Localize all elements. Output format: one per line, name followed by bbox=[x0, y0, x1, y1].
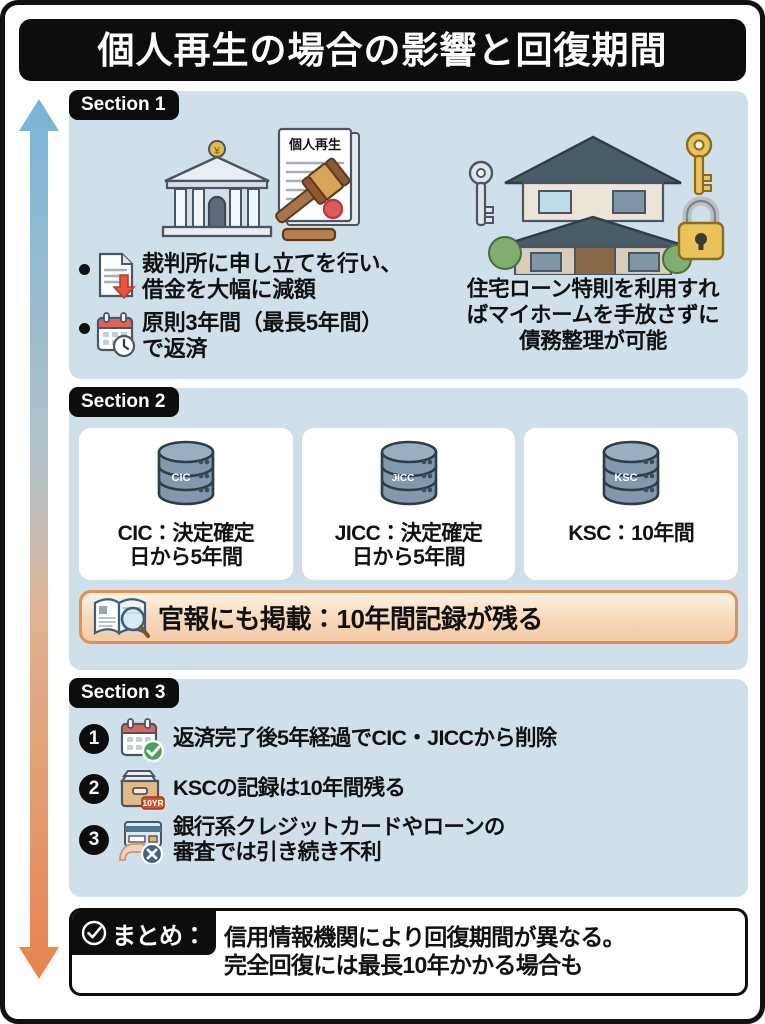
infographic-body: Section 1 ¥ bbox=[17, 90, 748, 1003]
section-1-artwork: ¥ bbox=[79, 125, 448, 245]
courthouse-icon: ¥ bbox=[161, 140, 272, 238]
credit-agency-card-jicc-label: JICC：決定確定 日から5年間 bbox=[334, 522, 483, 569]
open-book-magnifier-icon bbox=[93, 598, 150, 638]
calendar-check-icon bbox=[120, 718, 165, 763]
section-3-items: 1 bbox=[79, 687, 738, 866]
credit-agency-card-ksc-label: KSC：10年間 bbox=[568, 522, 695, 545]
kanpo-highlight-text: 官報にも掲載：10年間記録が残る bbox=[158, 603, 543, 634]
house-keys-lock-artwork bbox=[468, 131, 725, 275]
credit-agency-card-cic[interactable]: CIC CIC：決定確定 日から5年間 bbox=[79, 428, 293, 580]
section-3-item-3-text: 銀行系クレジットカードやローンの 審査では引き続き不利 bbox=[173, 815, 505, 865]
page-title: 個人再生の場合の影響と回復期間 bbox=[97, 29, 668, 71]
item-number-badge: 2 bbox=[79, 774, 109, 804]
item-number-badge: 3 bbox=[79, 825, 109, 856]
section-1-right-caption: 住宅ローン特則を利用すれ ばマイホームを手放さずに 債務整理が可能 bbox=[466, 277, 720, 353]
section-3-item-2: 2 10YR KSCの記録は10年間残る bbox=[79, 765, 738, 813]
section-1-bullets: 裁判所に申し立てを行い、 借金を大幅に減額 bbox=[79, 251, 448, 362]
item-number-badge: 1 bbox=[79, 724, 109, 754]
credit-agency-card-ksc[interactable]: KSC KSC：10年間 bbox=[524, 428, 739, 580]
section-2-panel: Section 2 bbox=[69, 387, 748, 670]
page-title-bar: 個人再生の場合の影響と回復期間 bbox=[19, 19, 746, 81]
credit-agency-card-row: CIC CIC：決定確定 日から5年間 bbox=[79, 428, 739, 580]
archive-box-10yr-icon: 10YR bbox=[119, 770, 165, 810]
section-1-right-column: 住宅ローン特則を利用すれ ばマイホームを手放さずに 債務整理が可能 bbox=[448, 125, 738, 369]
section-3-panel: Section 3 1 bbox=[69, 678, 748, 897]
section-1-left-column: ¥ bbox=[79, 125, 448, 369]
database-icon: KSC bbox=[602, 440, 660, 506]
judgment-document-icon: 個人再生 bbox=[274, 127, 360, 242]
sections-stack: Section 1 ¥ bbox=[69, 90, 748, 1003]
calendar-clock-icon bbox=[96, 312, 136, 358]
check-circle-icon bbox=[81, 920, 107, 946]
vertical-double-arrow-icon bbox=[19, 99, 59, 979]
key-icon bbox=[468, 160, 494, 227]
database-label: KSC bbox=[615, 472, 638, 484]
bullet-dot bbox=[79, 264, 90, 275]
section-1-badge: Section 1 bbox=[69, 90, 180, 121]
section-3-item-3: 3 銀行系クレジットカードやローンの 審査では引き続き不 bbox=[79, 815, 738, 866]
house-icon bbox=[488, 135, 692, 275]
section-3-item-2-text: KSCの記録は10年間残る bbox=[173, 776, 406, 801]
credit-agency-card-cic-label: CIC：決定確定 日から5年間 bbox=[117, 522, 255, 569]
timeline-arrow-rail bbox=[17, 91, 61, 1003]
section-3-badge: Section 3 bbox=[69, 678, 180, 709]
summary-tag: まとめ： bbox=[72, 911, 216, 955]
database-label: JICC bbox=[391, 473, 414, 484]
svg-text:¥: ¥ bbox=[213, 146, 220, 157]
summary-body: 信用情報機関により回復期間が異なる。 完全回復には最長10年かかる場合も bbox=[216, 911, 745, 993]
padlock-icon bbox=[677, 196, 725, 261]
document-down-arrow-icon bbox=[98, 252, 136, 299]
document-label: 個人再生 bbox=[288, 137, 341, 152]
database-icon: CIC bbox=[157, 440, 215, 506]
summary-tag-label: まとめ： bbox=[112, 922, 207, 950]
section-1-bullet-2: 原則3年間（最長5年間） で返済 bbox=[79, 310, 448, 362]
section-1-bullet-1: 裁判所に申し立てを行い、 借金を大幅に減額 bbox=[79, 251, 448, 303]
credit-card-deny-icon bbox=[119, 821, 164, 865]
summary-line-2: 完全回復には最長10年かかる場合も bbox=[224, 952, 583, 978]
summary-box: まとめ： 信用情報機関により回復期間が異なる。 完全回復には最長10年かかる場合… bbox=[69, 908, 748, 996]
database-icon: JICC bbox=[380, 440, 437, 506]
credit-agency-card-jicc[interactable]: JICC JICC：決定確定 日から5年間 bbox=[301, 428, 516, 580]
gold-key-icon bbox=[685, 131, 713, 196]
section-1-panel: Section 1 ¥ bbox=[69, 90, 748, 379]
bullet-dot bbox=[79, 322, 90, 334]
kanpo-highlight-bar: 官報にも掲載：10年間記録が残る bbox=[79, 590, 738, 644]
database-label: CIC bbox=[171, 472, 190, 484]
section-1-bullet-2-text: 原則3年間（最長5年間） で返済 bbox=[142, 309, 383, 361]
section-2-badge: Section 2 bbox=[69, 387, 180, 418]
summary-line-1: 信用情報機関により回復期間が異なる。 bbox=[224, 924, 626, 951]
archive-badge-label: 10YR bbox=[142, 798, 163, 808]
section-3-item-1-text: 返済完了後5年経過でCIC・JICCから削除 bbox=[173, 726, 557, 751]
section-3-item-1: 1 bbox=[79, 715, 738, 763]
section-1-bullet-1-text: 裁判所に申し立てを行い、 借金を大幅に減額 bbox=[142, 251, 402, 302]
